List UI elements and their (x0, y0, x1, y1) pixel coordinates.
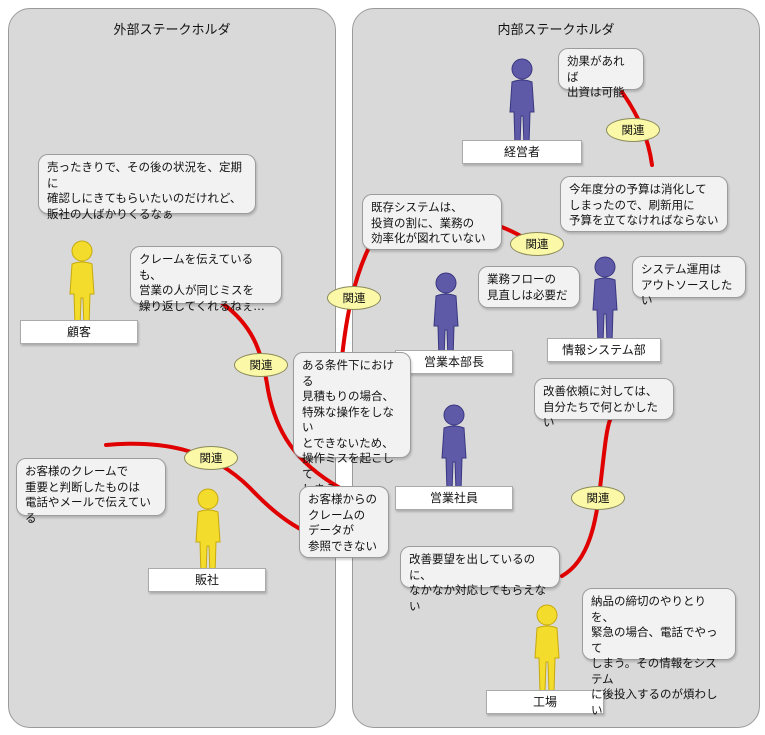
executive-label: 経営者 (462, 140, 582, 164)
customer-speech-bubble-2: クレームを伝えているも、 営業の人が同じミスを 繰り返してくれるねぇ… (130, 246, 282, 313)
customer-person-icon (69, 240, 95, 329)
sales-staff-speech-bubble-1: ある条件下における 見積もりの場合、 特殊な操作をしない とできないため、 操作… (293, 352, 411, 496)
it-dept-label: 情報システム部 (547, 338, 661, 362)
customer-speech-bubble-1: 売ったきりで、その後の状況を、定期に 確認しにきてもらいたいのだけれど、 販社の… (38, 154, 256, 221)
it-dept-person-icon (592, 256, 618, 345)
it-budget-speech-bubble: 今年度分の予算は消化して しまったので、刷新用に 予算を立てなければならない (560, 176, 728, 232)
sales-manager-label: 営業本部長 (395, 350, 513, 374)
sales-manager-person-icon (433, 272, 459, 361)
relation-line-customer-staff (220, 301, 342, 490)
sales-staff-person-icon (441, 404, 467, 493)
it-outsource-speech-bubble: システム運用は アウトソースしたい (632, 256, 746, 307)
factory-label: 工場 (486, 690, 604, 714)
dealer-speech-bubble: お客様のクレームで 重要と判断したものは 電話やメールで伝えている (16, 458, 166, 525)
relation-badge-customer-staff: 関連 (234, 353, 288, 377)
executive-person-icon (509, 58, 535, 147)
external-panel-title: 外部ステークホルダ (113, 23, 231, 38)
executive-speech-bubble: 効果があれば 出資は可能 (558, 48, 644, 99)
relation-badge-executive-it: 関連 (606, 118, 660, 142)
relation-badge-dealer-staff: 関連 (184, 446, 238, 470)
sales-manager-speech-bubble-2: 業務フローの 見直しは必要だ (478, 266, 580, 308)
internal-panel-title: 内部ステークホルダ (497, 23, 615, 38)
factory-speech-bubble: 納品の締切のやりとりを、 緊急の場合、電話でやって しまう。その情報をシステム … (582, 588, 736, 717)
dealer-label: 販社 (148, 568, 266, 592)
customer-label: 顧客 (20, 320, 138, 344)
sales-staff-speech-bubble-2: お客様からの クレームの データが 参照できない (299, 486, 389, 558)
relation-badge-manager-it: 関連 (510, 232, 564, 256)
sales-manager-speech-bubble-1: 既存システムは、 投資の割に、業務の 効率化が図れていない (362, 194, 502, 250)
factory-person-icon (534, 604, 560, 693)
it-request-speech-bubble: 改善依頼に対しては、 自分たちで何とかしたい (534, 378, 674, 429)
sales-staff-label: 営業社員 (395, 486, 513, 510)
relation-badge-staff-manager: 関連 (327, 286, 381, 310)
dealer-person-icon (195, 488, 221, 577)
relation-badge-it-factory: 関連 (571, 486, 625, 510)
sales-staff-speech-bubble-3: 改善要望を出しているのに、 なかなか対応してもらえない (400, 546, 560, 613)
